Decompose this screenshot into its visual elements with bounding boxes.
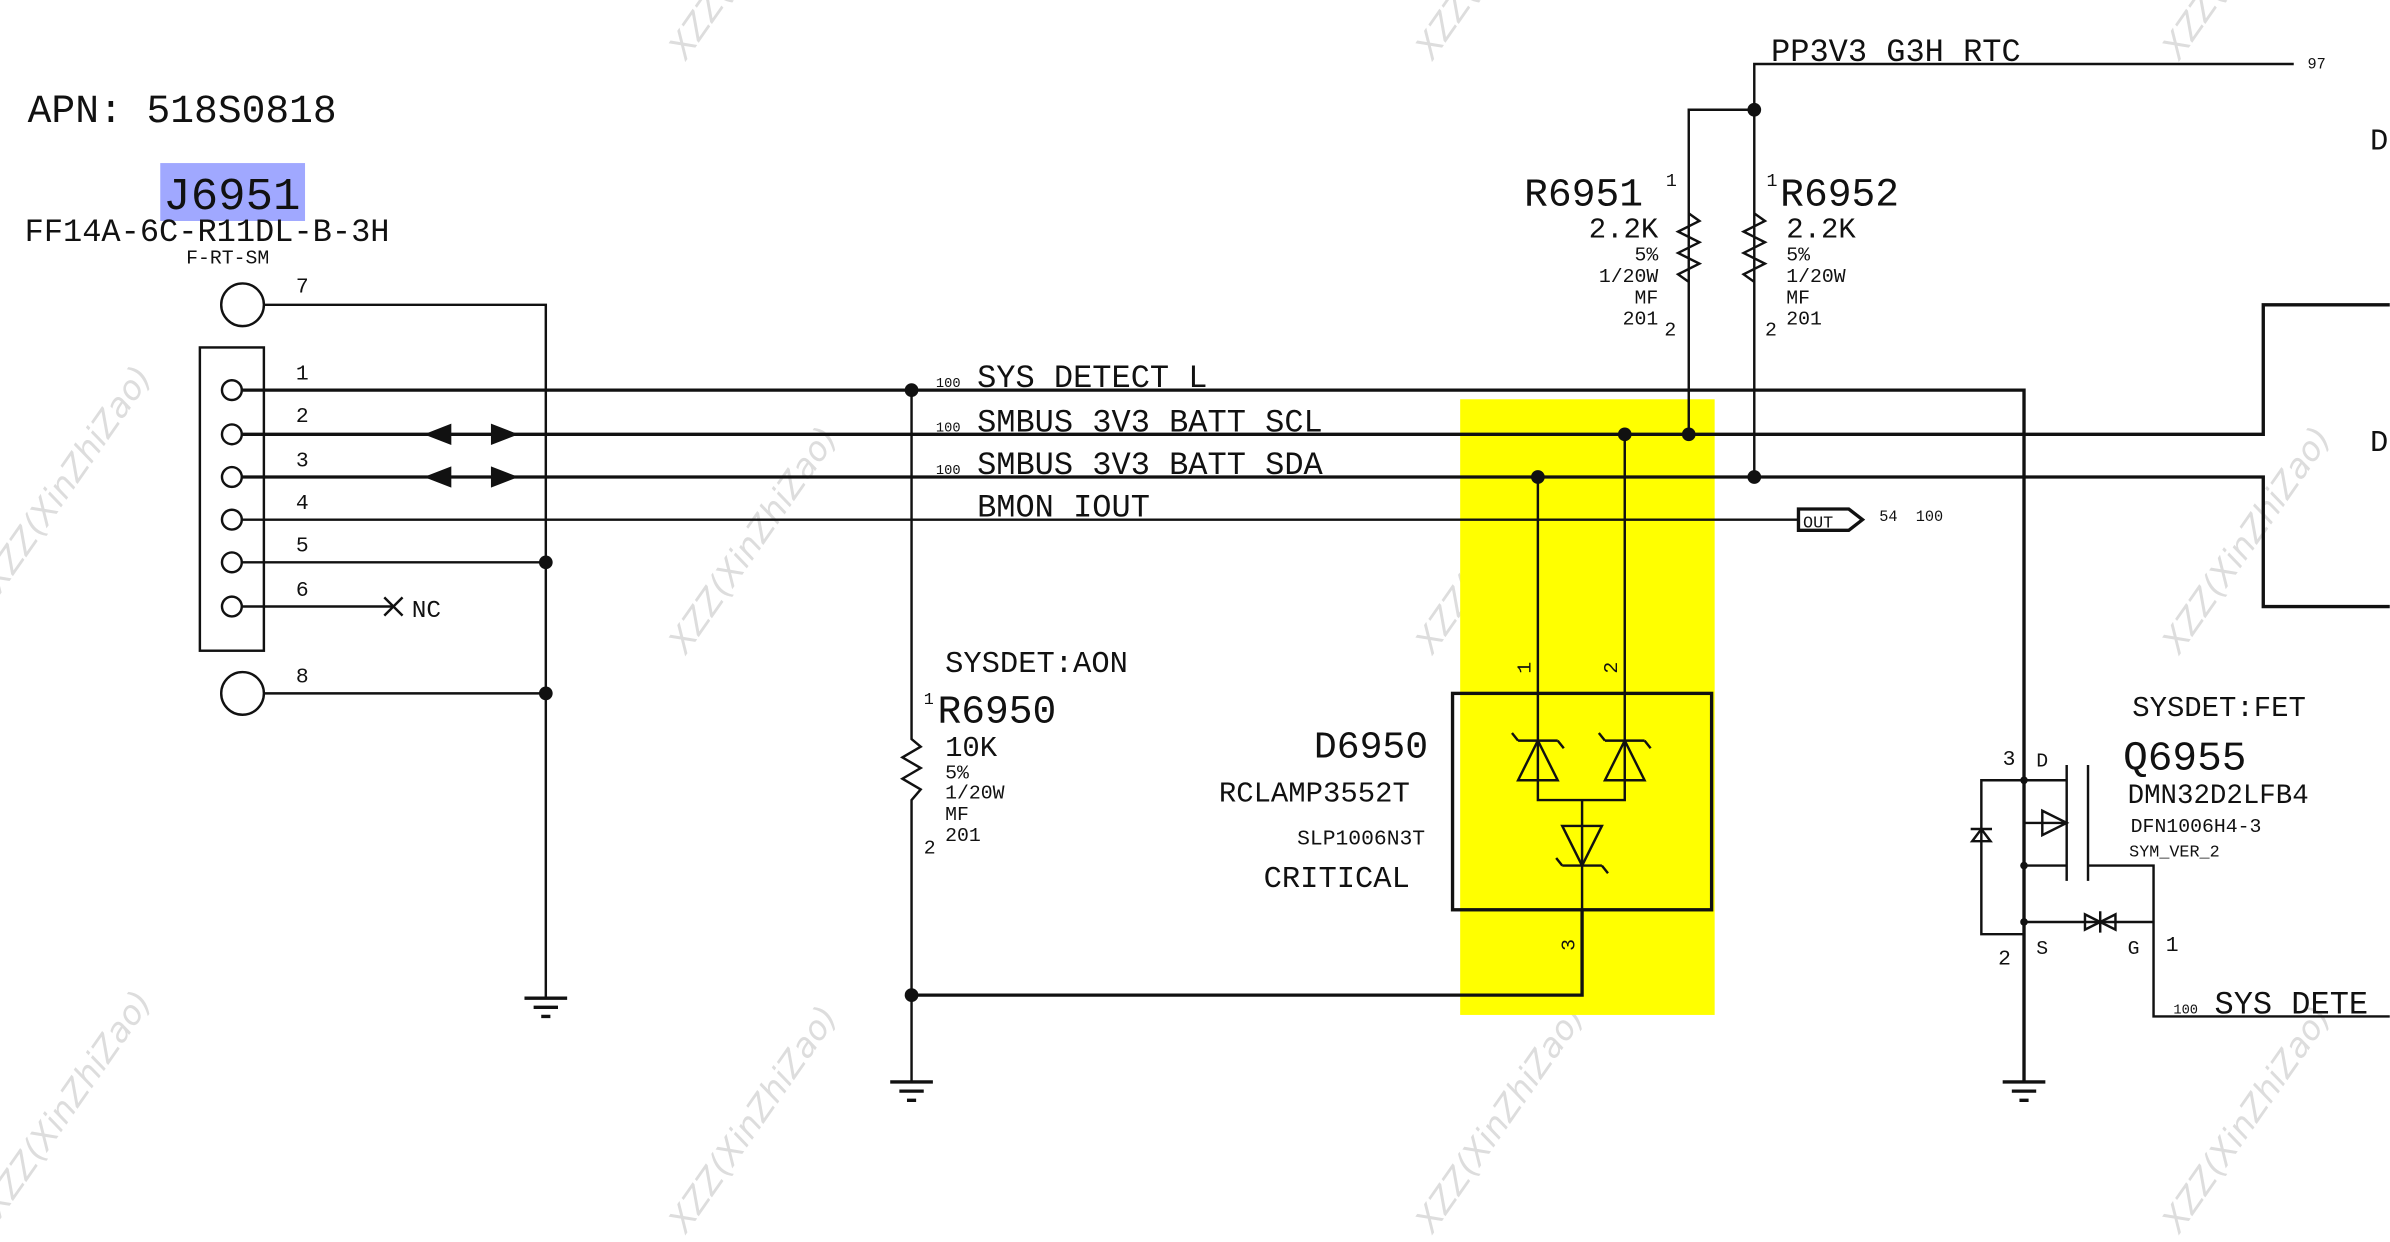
net-page-ref: 100 (936, 421, 961, 436)
r6951-pin2: 2 (1664, 319, 1676, 341)
ground-icons (524, 996, 2046, 1102)
net-sys-detect-right[interactable]: SYS_DETE (2215, 986, 2369, 1023)
d6950-package: SLP1006N3T (1297, 827, 1425, 851)
d6950-pin2: 2 (1601, 662, 1623, 674)
net-sys-detect[interactable]: SYS_DETECT_L (977, 360, 1207, 397)
pin-5: 5 (296, 535, 309, 559)
pin-4: 4 (296, 492, 309, 516)
svg-text:XZZ(XinZhiZao): XZZ(XinZhiZao) (1406, 999, 1592, 1241)
pin-6: 6 (296, 579, 309, 603)
pin-7: 7 (296, 276, 309, 300)
r6950-group: SYSDET:AON (945, 648, 1128, 682)
svg-text:XZZ(XinZhiZao): XZZ(XinZhiZao) (0, 359, 159, 601)
pin-circles (220, 379, 244, 618)
zener-diode-icons (1511, 693, 1652, 910)
r6952-pin2: 2 (1765, 319, 1777, 341)
pin-2: 2 (296, 405, 309, 429)
out-label: OUT (1803, 514, 1833, 533)
net-page-ref: 100 (2173, 1003, 2198, 1018)
d6950-pin3: 3 (1558, 939, 1580, 951)
mosfet-q6955[interactable]: SYSDET:FET Q6955 DMN32D2LFB4 DFN1006H4-3… (1969, 692, 2390, 1018)
r6952-refdes: R6952 (1780, 173, 1899, 218)
resistor-r6950[interactable]: SYSDET:AON 1 R6950 10K 5% 1/20W MF 201 2 (924, 648, 1128, 859)
j6951-refdes[interactable]: J6951 (163, 171, 300, 223)
r6950-pin2: 2 (924, 837, 936, 859)
q6955-refdes: Q6955 (2123, 737, 2246, 783)
connector-j6951[interactable]: J6951 FF14A-6C-R11DL-B-3H F-RT-SM 1 2 3 … (25, 163, 441, 716)
r6952-type: MF (1786, 287, 1810, 309)
offpage-label-d: D (2370, 125, 2388, 159)
out-page-refs: 54 100 (1879, 508, 1943, 526)
net-page-ref: 100 (936, 464, 961, 479)
r6952-size: 201 (1786, 309, 1822, 331)
rail-page-ref: 97 (2307, 56, 2325, 74)
q6955-symbol-version: SYM_VER_2 (2129, 843, 2219, 862)
out-port-flag[interactable]: OUT (1796, 507, 1866, 533)
resistor-r6952[interactable]: 1 R6952 2.2K 5% 1/20W MF 201 2 (1765, 172, 1899, 341)
r6950-power: 1/20W (945, 783, 1005, 805)
svg-text:XZZ(XinZhiZao): XZZ(XinZhiZao) (2153, 999, 2339, 1241)
junction-dots (538, 102, 1762, 1002)
j6951-footprint: F-RT-SM (186, 248, 269, 270)
r6950-pin1: 1 (924, 691, 934, 710)
d6950-part: RCLAMP3552T (1219, 778, 1410, 811)
q6955-pin-d: D (2036, 751, 2048, 773)
q6955-group: SYSDET:FET (2132, 692, 2306, 725)
q6955-pin-g: G (2128, 938, 2140, 960)
apn-label: APN: 518S0818 (28, 89, 337, 134)
r6952-tolerance: 5% (1786, 245, 1810, 267)
q6955-pin-s: S (2036, 938, 2048, 960)
pin-8: 8 (296, 666, 309, 690)
net-pp3v3-g3h-rtc[interactable]: PP3V3_G3H_RTC (1771, 34, 2021, 71)
r6950-size: 201 (945, 825, 981, 847)
r6950-type: MF (945, 804, 969, 826)
r6952-power: 1/20W (1786, 266, 1846, 288)
d6950-refdes: D6950 (1314, 726, 1428, 769)
r6951-refdes: R6951 (1524, 173, 1643, 218)
watermarks: XZZ(XinZhiZao) XZZ(XinZhiZao) XZZ(XinZhi… (0, 0, 2339, 1241)
svg-text:XZZ(XinZhiZao): XZZ(XinZhiZao) (659, 420, 845, 662)
d6950-pin1: 1 (1514, 662, 1536, 674)
r6950-value: 10K (945, 732, 998, 765)
q6955-pin-num-s: 2 (1998, 948, 2011, 972)
offpage-label-d: D (2370, 427, 2388, 461)
pin-3: 3 (296, 449, 309, 473)
r6950-tolerance: 5% (945, 763, 969, 785)
svg-text:XZZ(XinZhiZao): XZZ(XinZhiZao) (659, 0, 845, 67)
d6950-critical: CRITICAL (1264, 863, 1410, 897)
r6951-pin1: 1 (1666, 172, 1677, 192)
nc-label: NC (412, 598, 441, 625)
q6955-part: DMN32D2LFB4 (2128, 781, 2309, 812)
r6951-power: 1/20W (1599, 266, 1659, 288)
net-smbus-scl[interactable]: SMBUS_3V3_BATT_SCL (977, 404, 1323, 441)
r6951-type: MF (1635, 287, 1659, 309)
r6951-value: 2.2K (1589, 214, 1659, 247)
wires (242, 62, 2390, 1082)
resistor-r6951[interactable]: R6951 1 2.2K 5% 1/20W MF 201 2 (1524, 172, 1677, 341)
d6950-highlight (1460, 399, 1715, 1015)
pin-1: 1 (296, 362, 309, 386)
q6955-pin-num-g: 1 (2166, 934, 2179, 958)
bidirectional-arrow-icons (423, 423, 519, 488)
tvs-diode-d6950[interactable]: 1 2 3 D6950 RCLAMP3552T SLP1006N3T CRITI… (1219, 662, 1714, 951)
r6950-refdes: R6950 (937, 689, 1056, 734)
net-bmon-iout[interactable]: BMON_IOUT (977, 490, 1150, 527)
r6952-value: 2.2K (1786, 214, 1856, 247)
r6951-tolerance: 5% (1635, 245, 1659, 267)
svg-text:XZZ(XinZhiZao): XZZ(XinZhiZao) (659, 999, 845, 1241)
svg-text:XZZ(XinZhiZao): XZZ(XinZhiZao) (2153, 420, 2339, 662)
net-smbus-sda[interactable]: SMBUS_3V3_BATT_SDA (977, 447, 1323, 484)
svg-text:XZZ(XinZhiZao): XZZ(XinZhiZao) (0, 983, 159, 1225)
svg-text:XZZ(XinZhiZao): XZZ(XinZhiZao) (1406, 0, 1592, 67)
j6951-part: FF14A-6C-R11DL-B-3H (25, 214, 390, 251)
q6955-pin-num-d: 3 (2003, 748, 2016, 772)
r6952-pin1: 1 (1766, 172, 1777, 192)
refdes-selection (160, 163, 306, 221)
net-page-ref: 100 (936, 377, 961, 392)
r6951-size: 201 (1623, 309, 1659, 331)
q6955-package: DFN1006H4-3 (2131, 816, 2262, 838)
